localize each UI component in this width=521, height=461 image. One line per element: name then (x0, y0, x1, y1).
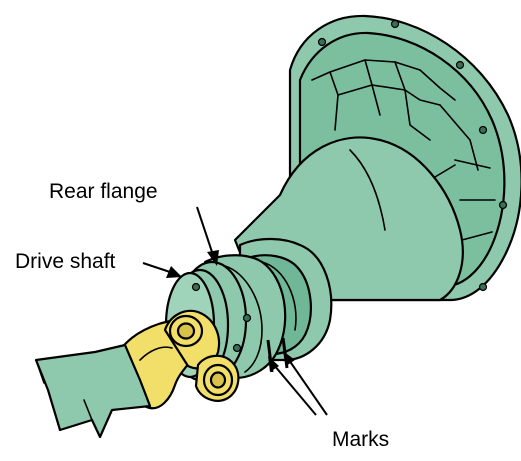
marks-label: Marks (332, 428, 389, 451)
drive-shaft-label: Drive shaft (15, 250, 116, 273)
rear-flange-label: Rear flange (49, 180, 158, 203)
